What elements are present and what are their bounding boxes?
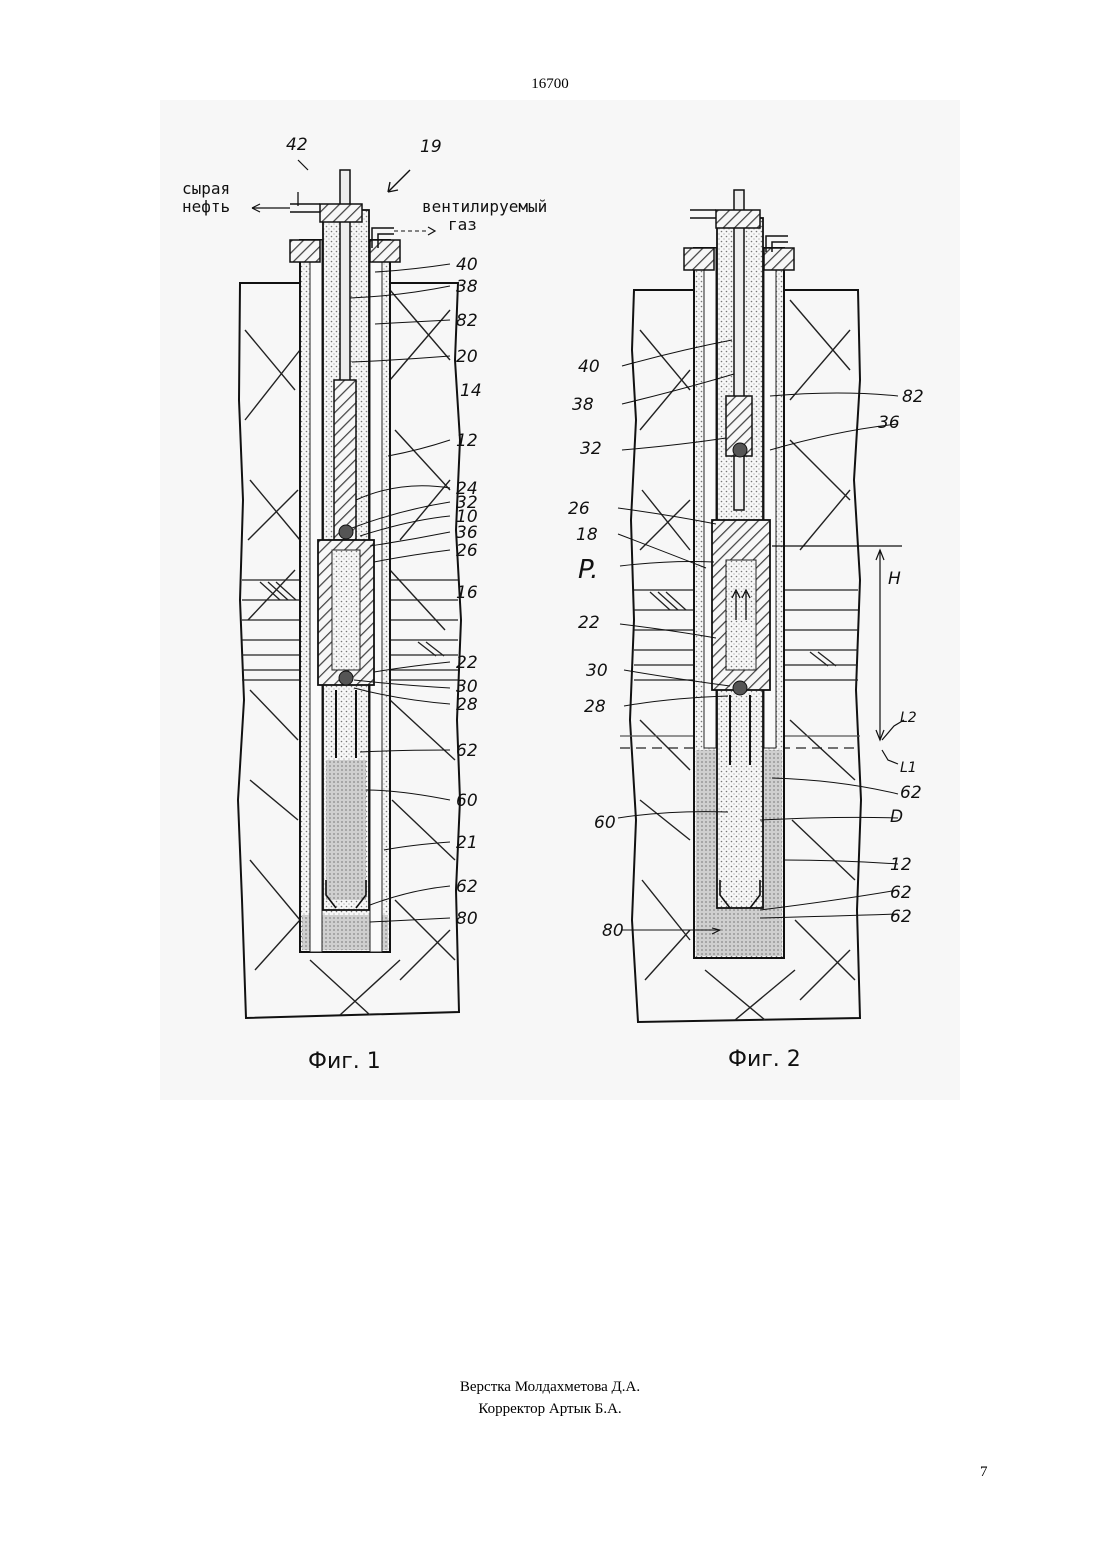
pump-plunger <box>334 380 356 540</box>
label2-12: 12 <box>890 855 912 875</box>
sucker-rod-2 <box>734 190 744 510</box>
vent-gas-label-line1: вентилируемый <box>422 197 547 216</box>
traveling-valve-ball-2 <box>733 443 747 457</box>
figure-2-caption: Фиг. 2 <box>728 1047 801 1072</box>
label2-62b: 62 <box>890 883 912 903</box>
label-36: 36 <box>456 523 478 543</box>
label2-22: 22 <box>578 613 600 633</box>
label-28: 28 <box>456 695 478 715</box>
wellhead-flange-right-2 <box>764 248 794 270</box>
label-21: 21 <box>456 833 478 853</box>
patent-drawing-sheet: сырая нефть вентилируемый газ <box>160 100 960 1100</box>
label2-D: D <box>890 807 903 827</box>
label-38: 38 <box>456 277 478 297</box>
crude-oil-label-line1: сырая <box>182 179 230 198</box>
credits-block: Верстка Молдахметова Д.А. Корректор Арты… <box>0 1376 1100 1420</box>
label-62a: 62 <box>456 741 478 761</box>
figure-1: сырая нефть вентилируемый газ <box>182 135 547 1074</box>
crude-oil-outlet[interactable] <box>290 204 320 212</box>
stuffing-box <box>320 204 362 222</box>
traveling-valve-ball <box>339 525 353 539</box>
figure-2: 40 38 32 26 18 P. 22 30 28 60 80 82 36 H… <box>568 190 924 1072</box>
label-40: 40 <box>456 255 478 275</box>
page-number: 7 <box>980 1464 988 1481</box>
label2-82: 82 <box>902 387 924 407</box>
label-16: 16 <box>456 583 478 603</box>
standing-valve-ball <box>339 671 353 685</box>
label-20: 20 <box>456 347 478 367</box>
label2-80: 80 <box>602 921 624 941</box>
label2-62a: 62 <box>900 783 922 803</box>
label-60: 60 <box>456 791 478 811</box>
wellhead-flange-left-2 <box>684 248 714 270</box>
label-62b: 62 <box>456 877 478 897</box>
wellhead-flange-left <box>290 240 320 262</box>
label-14: 14 <box>460 381 482 401</box>
wellhead-flange-right <box>370 240 400 262</box>
label-30: 30 <box>456 677 478 697</box>
label-19: 19 <box>420 137 442 157</box>
label2-62c: 62 <box>890 907 912 927</box>
label2-38: 38 <box>572 395 594 415</box>
label2-P: P. <box>578 555 598 585</box>
label2-36: 36 <box>878 413 900 433</box>
label2-H: H <box>888 569 901 589</box>
label2-60: 60 <box>594 813 616 833</box>
layout-credit: Верстка Молдахметова Д.А. <box>0 1376 1100 1398</box>
crude-oil-label-line2: нефть <box>182 197 230 216</box>
stuffing-box-2 <box>716 210 760 228</box>
label-80: 80 <box>456 909 478 929</box>
vent-gas-label-line2: газ <box>448 215 477 234</box>
corrector-credit: Корректор Артык Б.А. <box>0 1398 1100 1420</box>
label2-30: 30 <box>586 661 608 681</box>
label2-40: 40 <box>578 357 600 377</box>
document-number: 16700 <box>0 76 1100 93</box>
label-12: 12 <box>456 431 478 451</box>
label2-18: 18 <box>576 525 598 545</box>
label2-L1: L1 <box>900 760 917 776</box>
figure-1-caption: Фиг. 1 <box>308 1049 381 1074</box>
label-82: 82 <box>456 311 478 331</box>
patent-drawing: сырая нефть вентилируемый газ <box>160 100 960 1100</box>
label-42: 42 <box>286 135 308 155</box>
label2-26: 26 <box>568 499 590 519</box>
standing-valve-ball-2 <box>733 681 747 695</box>
label-22: 22 <box>456 653 478 673</box>
label-26: 26 <box>456 541 478 561</box>
label2-L2: L2 <box>900 710 917 726</box>
label2-32: 32 <box>580 439 602 459</box>
label2-28: 28 <box>584 697 606 717</box>
